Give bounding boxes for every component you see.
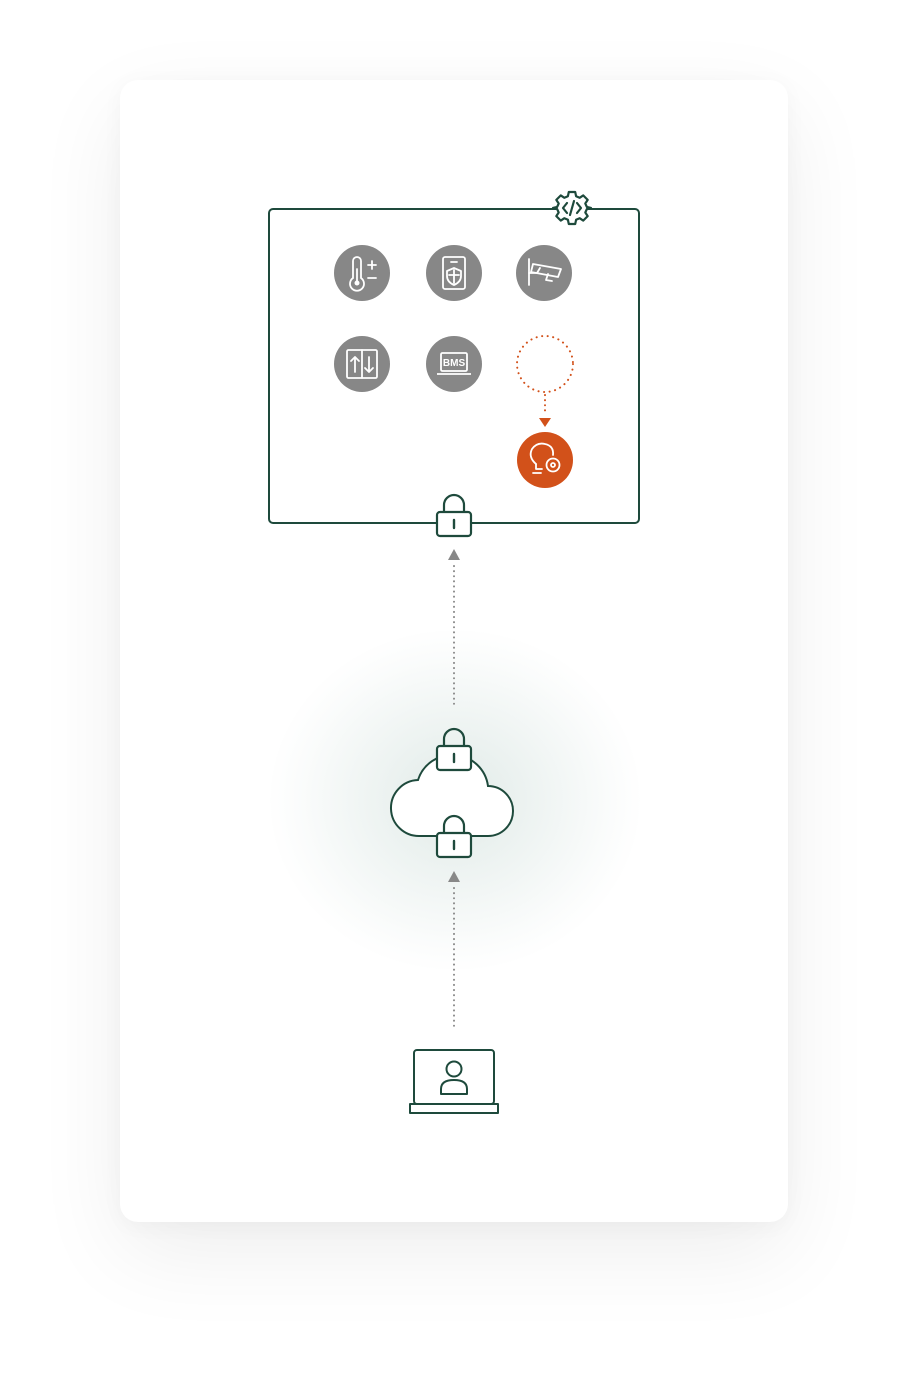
smart-lighting-icon (517, 432, 573, 488)
user-laptop-icon (409, 1049, 499, 1114)
access-control-icon (426, 245, 482, 301)
bms-laptop-icon: BMS (426, 336, 482, 392)
add-device-arrow (539, 394, 551, 427)
api-gear-icon (551, 190, 593, 226)
user-to-cloud-connector (448, 871, 460, 1031)
cloud-to-building-connector (448, 549, 460, 707)
bms-label: BMS (443, 358, 466, 369)
cloud-bottom-lock-icon (435, 814, 473, 859)
cloud-top-lock-icon (435, 727, 473, 772)
elevator-icon (334, 336, 390, 392)
security-camera-icon (516, 245, 572, 301)
thermostat-icon (334, 245, 390, 301)
building-lock-icon (435, 493, 473, 538)
pending-device-placeholder-icon (516, 335, 574, 393)
